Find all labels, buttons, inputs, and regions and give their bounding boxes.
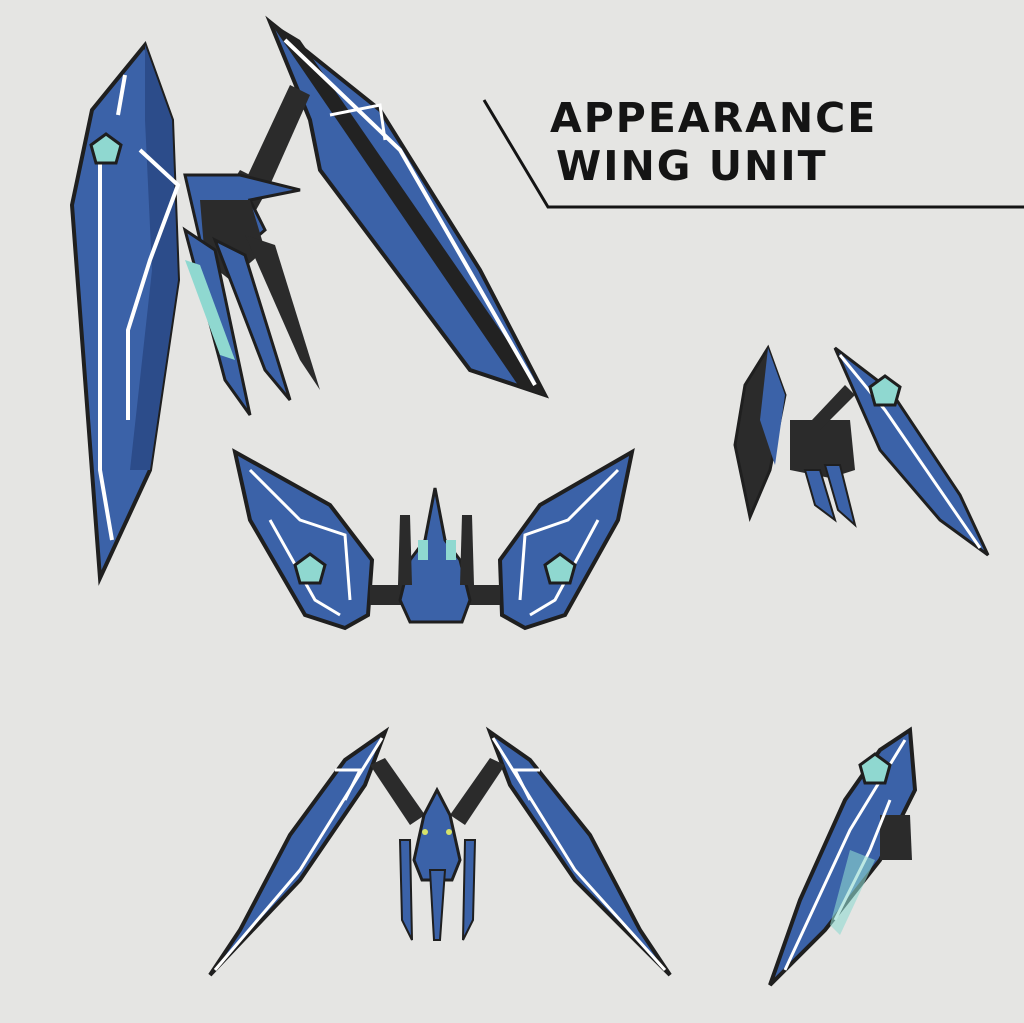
- header-frame-line: [482, 99, 1024, 209]
- title-line-2: WING UNIT: [556, 142, 828, 190]
- view-side-small: [733, 344, 990, 557]
- title-line-1: APPEARANCE: [550, 94, 878, 142]
- view-front: [232, 448, 635, 631]
- view-perspective-large: [69, 15, 550, 586]
- view-rear: [208, 726, 672, 977]
- view-folded: [768, 726, 918, 987]
